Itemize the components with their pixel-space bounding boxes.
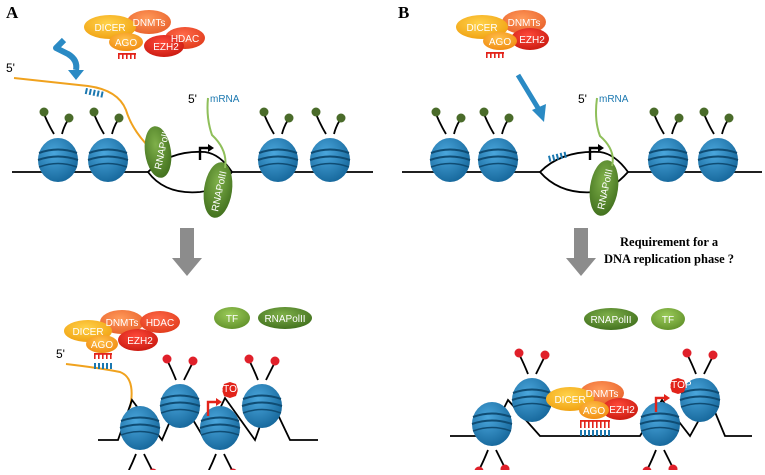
nucleosome [647,106,689,183]
svg-text:DNMTs: DNMTs [106,318,139,329]
binding-arrow-a-head [68,70,84,80]
rnapolii-released-b: RNAPolII [584,308,638,330]
nucleosome [639,401,681,447]
dnmts-label: DNMTs [133,18,166,29]
nucleosome [119,405,161,451]
dicer-label: DICER [94,23,125,34]
nucleosome [199,405,241,475]
five-prime-label-a: 5' [6,61,15,75]
nucleosome [159,353,201,429]
svg-text:EZH2: EZH2 [127,336,153,347]
tss-arrow-b-bottom [654,396,664,412]
svg-text:DICER: DICER [466,23,497,34]
nucleosome [471,401,513,447]
stop-sign-b: STOP [664,378,692,394]
silencing-complex-a-bottom: DICER DNMTs HDAC EZH2 AGO [64,310,180,359]
lncrna-strand-a-bottom [65,363,133,409]
nucleosome [429,106,471,183]
stop-sign-a: STOP [216,382,244,398]
nucleosome [309,106,351,183]
mrna-strand-b [595,97,614,167]
question-line-2: DNA replication phase ? [604,252,734,266]
svg-text:DNMTs: DNMTs [586,389,619,400]
svg-text:STOP: STOP [664,380,691,391]
transition-arrow-b [566,228,596,276]
transcription-bubble-b [539,150,630,194]
svg-text:RNAPolII: RNAPolII [264,314,305,325]
rnapolii-b: RNAPolII [589,160,619,216]
binding-arrow-a [53,37,80,71]
mrna-label-b: mRNA [599,94,629,105]
five-prime-label-a3: 5' [56,347,65,361]
tf-released-b: TF [651,308,685,330]
question-line-1: Requirement for a [620,235,719,249]
svg-text:EZH2: EZH2 [609,405,635,416]
transcription-bubble-a [147,150,234,194]
binding-arrow-b-head [532,104,546,122]
rnapolii-a-2: RNAPolII [203,162,233,218]
nucleosome [87,106,129,183]
nucleosome [477,106,519,183]
ezh2-label: EZH2 [153,42,179,53]
tf-released-a: TF [214,307,250,329]
nucleosome [697,106,739,183]
svg-text:TF: TF [226,314,238,325]
silencing-complex-a-top: DICER DNMTs HDAC EZH2 AGO [84,10,205,59]
nucleosome [37,106,79,183]
svg-text:AGO: AGO [91,340,113,351]
nucleosome [257,106,299,183]
svg-text:DICER: DICER [72,327,103,338]
binding-arrow-b [515,73,541,110]
svg-text:RNAPolII: RNAPolII [590,315,631,326]
panel-b-letter: B [398,3,409,22]
mrna-label-a: mRNA [210,94,240,105]
svg-text:AGO: AGO [583,406,605,417]
silencing-complex-b-bottom: DICER DNMTs EZH2 AGO [546,381,638,436]
nucleosome [241,353,283,429]
rnapolii-a-1: RNAPolII [144,126,172,178]
transition-arrow-a [172,228,202,276]
svg-text:EZH2: EZH2 [519,35,545,46]
tss-arrow-a-bottom [206,400,216,416]
five-prime-label-a2: 5' [188,92,197,106]
ago-label: AGO [115,38,137,49]
tss-arrow-a [198,146,208,160]
panel-a-letter: A [6,3,19,22]
tss-arrow-b [588,146,598,160]
mrna-strand-a [206,97,227,169]
silencing-complex-b-top: DICER DNMTs EZH2 AGO [456,10,549,58]
svg-text:DICER: DICER [554,395,585,406]
lncrna-strand-a [13,77,151,149]
svg-text:STOP: STOP [216,384,243,395]
rnapolii-released-a: RNAPolII [258,307,312,329]
svg-text:HDAC: HDAC [146,318,174,329]
hdac-label: HDAC [171,34,199,45]
svg-text:TF: TF [662,315,674,326]
five-prime-label-b: 5' [578,92,587,106]
svg-text:AGO: AGO [489,37,511,48]
nucleosome [511,347,553,423]
svg-text:DNMTs: DNMTs [508,18,541,29]
